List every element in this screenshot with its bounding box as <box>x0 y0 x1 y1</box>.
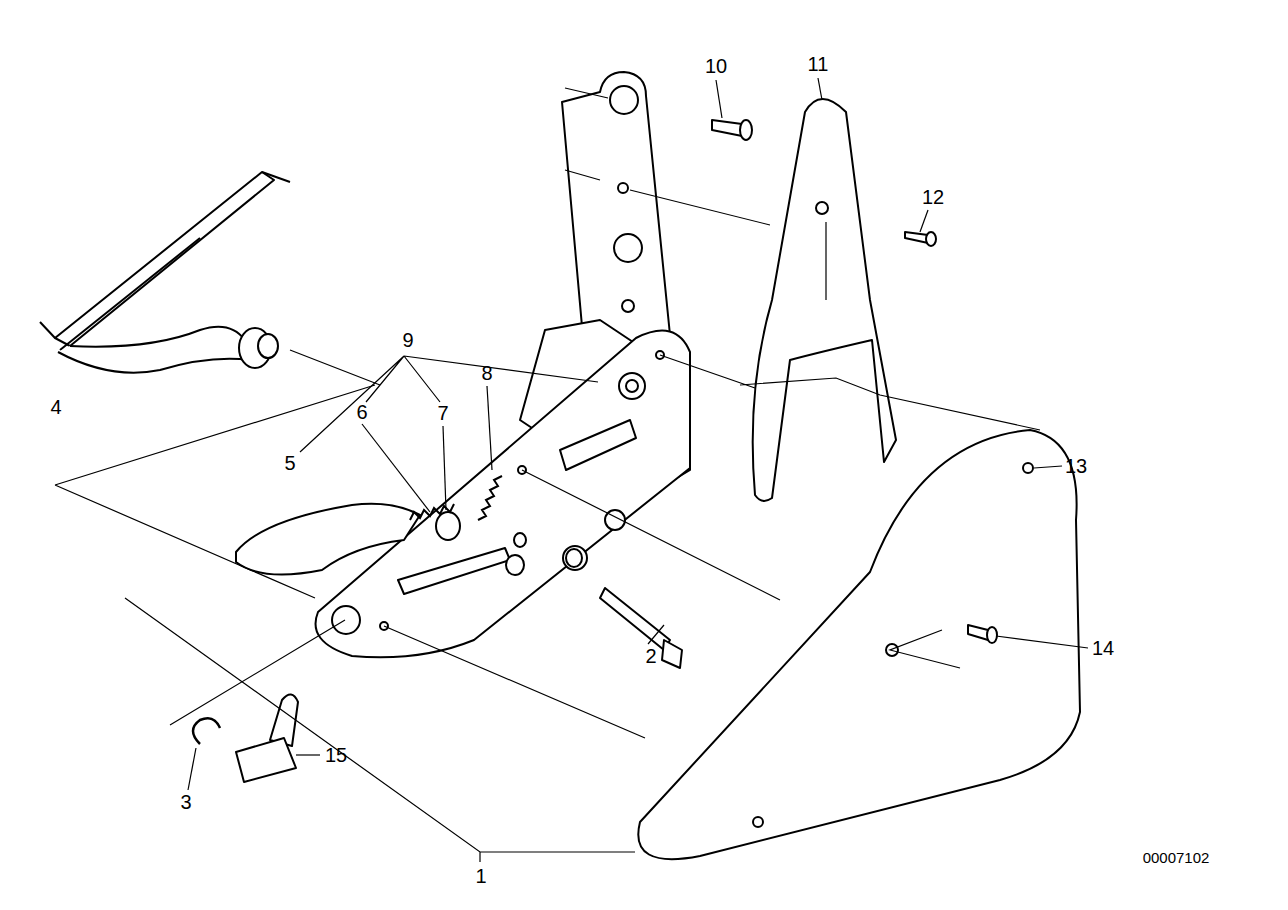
callout-number: 11 <box>808 53 829 75</box>
callout-number: 14 <box>1092 637 1114 659</box>
callout-number: 13 <box>1065 455 1087 477</box>
callout-number: 4 <box>50 396 61 418</box>
callout-number: 9 <box>402 329 413 351</box>
callout-number: 2 <box>645 645 656 667</box>
callout-number: 1 <box>475 865 486 887</box>
callout-number: 7 <box>437 402 448 424</box>
callout-number: 6 <box>356 401 367 423</box>
callout-number: 10 <box>705 55 727 77</box>
callout-number: 8 <box>481 362 492 384</box>
callout-number: 12 <box>922 186 944 208</box>
callout-number: 3 <box>180 791 191 813</box>
callout-number: 5 <box>284 452 295 474</box>
drawing-number: 00007102 <box>1143 847 1210 869</box>
callout-number: 15 <box>325 744 347 766</box>
